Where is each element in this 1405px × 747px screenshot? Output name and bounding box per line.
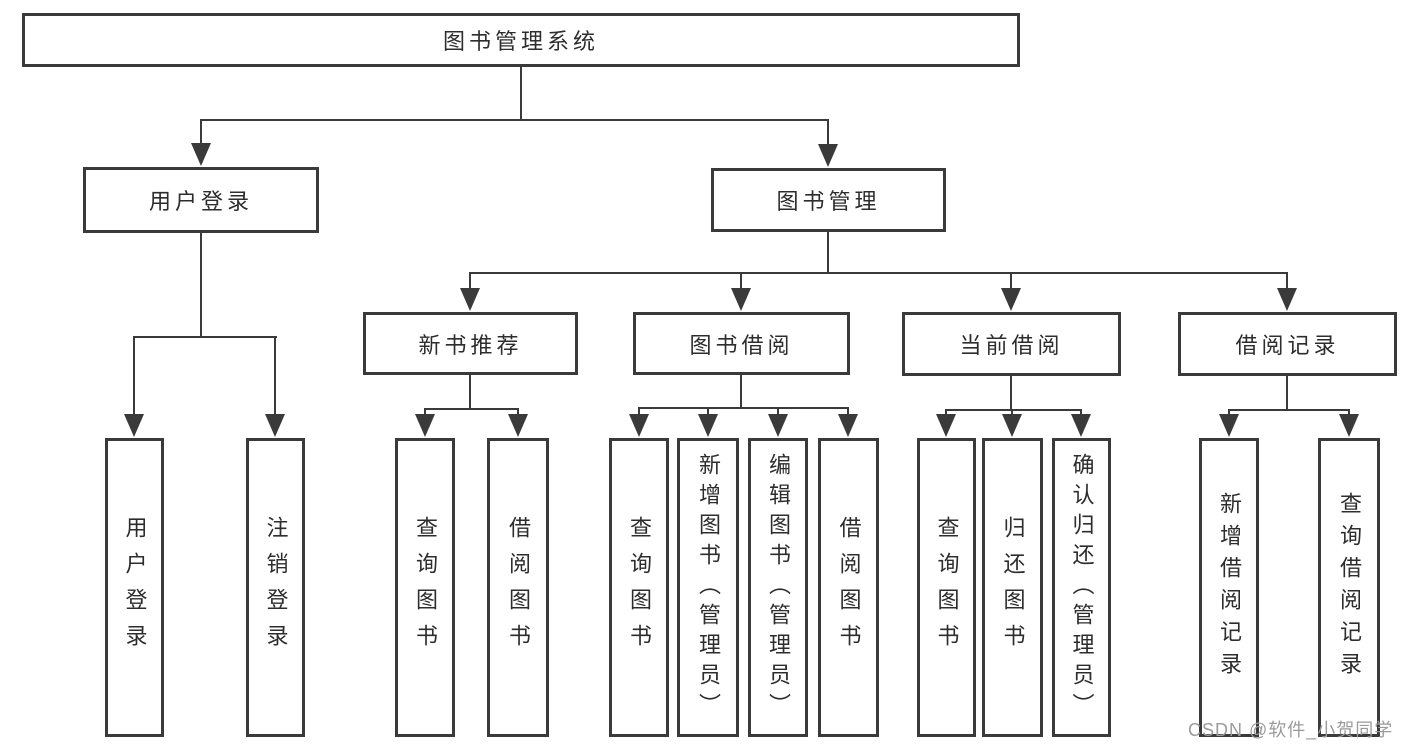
arrow-down-icon: [629, 414, 649, 437]
arrow-down-icon: [460, 288, 480, 311]
arrow-down-icon: [936, 414, 956, 437]
arrow-down-icon: [838, 414, 858, 437]
leaf-query-books: 查询图书: [609, 438, 669, 737]
connector-line: [1228, 409, 1230, 416]
connector-line: [945, 409, 1082, 411]
leaf-confirm-return-admin: 确认归还（管理员）: [1052, 438, 1111, 737]
arrow-down-icon: [818, 144, 838, 167]
arrow-down-icon: [124, 414, 144, 437]
arrow-down-icon: [265, 414, 285, 437]
connector-line: [1011, 409, 1013, 416]
arrow-down-icon: [1071, 414, 1091, 437]
leaf-label: 查询图书: [413, 515, 438, 660]
arrow-down-icon: [1001, 288, 1021, 311]
leaf-add-borrow-record: 新增借阅记录: [1199, 438, 1259, 737]
arrow-down-icon: [698, 414, 718, 437]
leaf-label: 查询借阅记录: [1337, 491, 1362, 684]
arrow-down-icon: [1002, 414, 1022, 437]
arrow-down-icon: [1339, 414, 1359, 437]
arrow-down-icon: [731, 288, 751, 311]
connector-line: [638, 407, 849, 409]
connector-line: [1010, 376, 1012, 409]
leaf-borrow-books: 借阅图书: [818, 438, 879, 737]
leaf-logout: 注销登录: [246, 438, 305, 737]
leaf-label: 确认归还（管理员）: [1069, 452, 1095, 723]
node-root-library-management-system: 图书管理系统: [22, 13, 1020, 67]
connector-line: [517, 408, 519, 416]
leaf-return-book: 归还图书: [982, 438, 1043, 737]
connector-line: [424, 408, 519, 410]
connector-line: [133, 336, 277, 338]
connector-line: [520, 67, 522, 119]
arrow-down-icon: [415, 414, 435, 437]
leaf-query-borrow-record: 查询借阅记录: [1318, 438, 1380, 737]
connector-line: [827, 232, 829, 272]
leaf-label: 借阅图书: [836, 515, 862, 660]
connector-line: [1286, 376, 1288, 409]
node-user-login: 用户登录: [83, 167, 319, 233]
arrow-down-icon: [191, 143, 211, 166]
leaf-edit-book-admin: 编辑图书（管理员）: [748, 438, 808, 737]
node-book-management: 图书管理: [711, 168, 946, 232]
leaf-query-books: 查询图书: [917, 438, 976, 737]
connector-line: [707, 407, 709, 416]
connector-line: [274, 336, 276, 416]
connector-line: [424, 408, 426, 416]
connector-line: [945, 409, 947, 416]
connector-line: [740, 375, 742, 407]
arrow-down-icon: [1219, 414, 1239, 437]
connector-line: [1286, 272, 1288, 290]
leaf-borrow-books: 借阅图书: [487, 438, 549, 737]
connector-line: [469, 375, 471, 408]
arrow-down-icon: [1277, 288, 1297, 311]
connector-line: [638, 407, 640, 416]
leaf-label: 编辑图书（管理员）: [766, 452, 791, 723]
leaf-query-books: 查询图书: [395, 438, 455, 737]
leaf-label: 查询图书: [934, 515, 960, 660]
arrow-down-icon: [508, 414, 528, 437]
connector-line: [200, 119, 829, 121]
leaf-label: 注销登录: [263, 515, 289, 660]
connector-line: [847, 407, 849, 416]
node-book-borrowing: 图书借阅: [633, 312, 850, 375]
arrow-down-icon: [768, 414, 788, 437]
leaf-add-book-admin: 新增图书（管理员）: [677, 438, 739, 737]
connector-line: [133, 336, 135, 416]
leaf-user-login: 用户登录: [105, 438, 164, 737]
node-borrowing-records: 借阅记录: [1178, 312, 1397, 376]
leaf-label: 借阅图书: [506, 515, 531, 660]
connector-line: [1010, 272, 1012, 290]
leaf-label: 归还图书: [1000, 515, 1026, 660]
node-current-borrowing: 当前借阅: [902, 312, 1121, 376]
connector-line: [200, 119, 202, 145]
leaf-label: 新增图书（管理员）: [696, 452, 721, 723]
csdn-watermark: CSDN @软件_小贺同学: [1188, 720, 1394, 740]
connector-line: [777, 407, 779, 416]
connector-line: [469, 272, 471, 290]
connector-line: [469, 272, 1288, 274]
leaf-label: 新增借阅记录: [1217, 491, 1242, 684]
leaf-label: 查询图书: [627, 515, 652, 660]
leaf-label: 用户登录: [122, 515, 148, 660]
connector-line: [1348, 409, 1350, 416]
connector-line: [200, 233, 202, 336]
connector-line: [740, 272, 742, 290]
connector-line: [1080, 409, 1082, 416]
node-new-book-recommend: 新书推荐: [363, 312, 578, 375]
connector-line: [827, 119, 829, 145]
connector-line: [1228, 409, 1350, 411]
